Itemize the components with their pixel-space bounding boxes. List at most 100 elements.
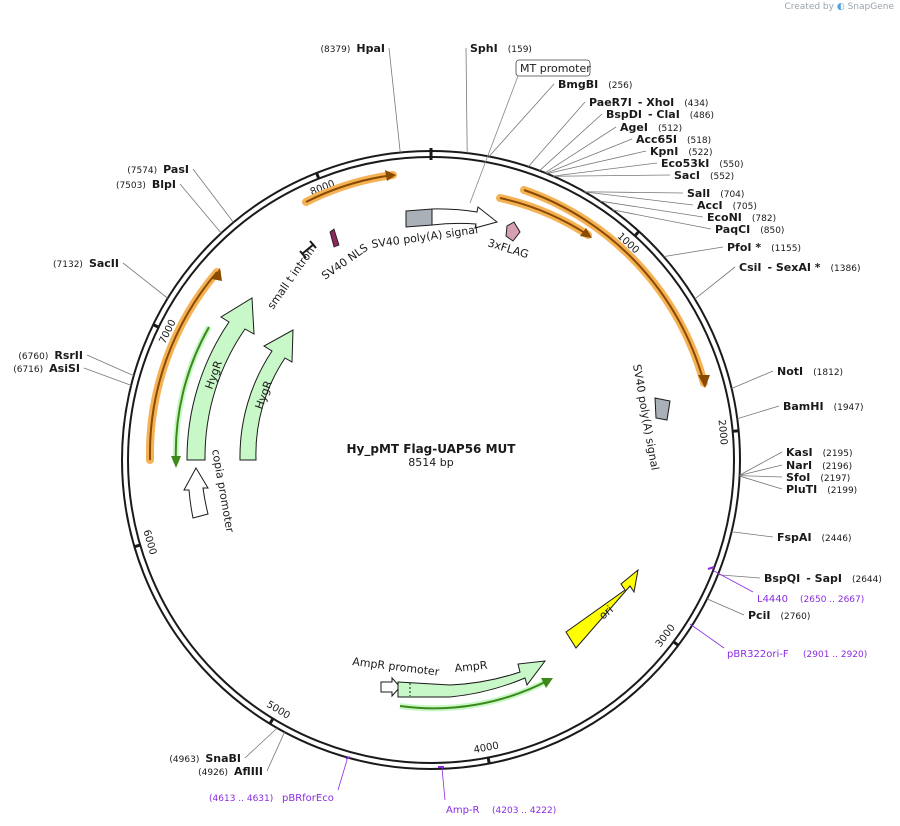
enzyme-position: (1155): [771, 244, 801, 254]
sv40-polya-inner-gray: [405, 208, 433, 228]
enzyme-name: BmgBI: [558, 78, 598, 91]
enzyme-site: PaqCI(850): [715, 223, 784, 236]
tick-mark: [486, 757, 491, 764]
copia-promoter-arrow: [183, 466, 209, 519]
flag-label: 3xFLAG: [486, 236, 530, 261]
enzyme-name: AccI: [697, 199, 723, 212]
sv40-polya-inner-label: SV40 poly(A) signal: [371, 223, 479, 251]
tick-mark: [315, 172, 321, 180]
enzyme-leader: [539, 113, 603, 171]
enzyme-name: PaeR7I: [589, 96, 632, 109]
enzyme-site: SalI(704): [687, 187, 744, 200]
enzyme-name: SphI: [470, 42, 498, 55]
enzyme-position: (518): [687, 136, 711, 146]
enzyme-site: Eco53kI(550): [661, 157, 744, 170]
primer-pbr322ori-f-range: (2901 .. 2920): [803, 650, 867, 660]
enzyme-position: (4963): [169, 755, 199, 765]
enzyme-position: (6716): [13, 365, 43, 375]
enzyme-leader: [599, 200, 704, 218]
enzyme-position: (434): [684, 99, 708, 109]
primer-pbr322ori-f: pBR322ori-F (2901 .. 2920): [689, 623, 867, 660]
enzyme-name: Eco53kI: [661, 157, 709, 170]
enzyme-site: CsiI- SexAI *(1386): [739, 261, 860, 274]
tick-mark: [633, 230, 641, 237]
credit-prefix: Created by: [784, 2, 834, 12]
enzyme-extra-name: - SapI: [806, 572, 842, 585]
enzyme-leader: [552, 162, 658, 177]
enzyme-leader: [83, 367, 132, 386]
enzyme-position: (2196): [822, 462, 852, 472]
enzyme-site: PluTI(2199): [786, 483, 857, 496]
enzyme-leader: [739, 475, 783, 490]
enzyme-leader: [717, 574, 761, 579]
enzyme-position: (2195): [823, 449, 853, 459]
primer-pbrforeco-name: pBRforEco: [282, 793, 334, 804]
enzyme-extra-name: - XhoI: [638, 96, 674, 109]
enzyme-name: PluTI: [786, 483, 817, 496]
primer-amp-r-range: (4203 .. 4222): [492, 806, 556, 816]
enzyme-leader: [266, 731, 285, 772]
primer-pbrforeco: (4613 .. 4631) pBRforEco: [209, 756, 351, 804]
enzyme-site: BlpI(7503): [116, 178, 176, 191]
tick-label: 2000: [716, 419, 729, 445]
enzyme-position: (2446): [822, 534, 852, 544]
enzyme-name: BamHI: [783, 400, 824, 413]
mt-promoter-box: [515, 59, 591, 77]
enzyme-site: Acc65I (518): [636, 133, 711, 146]
tick-mark: [133, 543, 141, 549]
ampr-label: AmpR: [454, 659, 488, 675]
enzyme-site: HpaI(8379): [320, 42, 385, 55]
enzyme-extra-name: - SexAI *: [767, 261, 820, 274]
enzyme-name: PciI: [748, 609, 770, 622]
enzyme-layer: HpaI(8379)SphI(159)BmgBI(256)PaeR7I- Xho…: [13, 42, 882, 778]
hygr-inner-arrow: [239, 329, 294, 461]
green-thin-bottom: [399, 677, 553, 712]
enzyme-site: EcoNI(782): [707, 211, 776, 224]
enzyme-leader: [544, 126, 617, 174]
enzyme-position: (704): [720, 190, 744, 200]
enzyme-name: Acc65I: [636, 133, 677, 146]
small-t-intron-label: small t intron: [265, 245, 317, 312]
enzyme-name: AsiSI: [49, 362, 80, 375]
enzyme-leader: [739, 451, 783, 476]
enzyme-name: PasI: [163, 163, 189, 176]
snapgene-credit: Created by ◐ SnapGene: [784, 2, 894, 12]
enzyme-leader: [546, 138, 633, 174]
enzyme-name: BspQI: [764, 572, 800, 585]
enzyme-leader: [86, 354, 134, 377]
enzyme-site: KasI(2195): [786, 446, 853, 459]
enzyme-site: FspAI (2446): [777, 531, 851, 544]
enzyme-leader: [612, 209, 712, 230]
enzyme-position: (1947): [834, 403, 864, 413]
enzyme-site: PaeR7I - XhoI (434): [589, 96, 708, 109]
enzyme-position: (705): [733, 202, 757, 212]
tick-mark: [732, 429, 739, 433]
enzyme-position: (4926): [198, 768, 228, 778]
mt-promoter-leader: [469, 75, 519, 204]
enzyme-leader: [547, 150, 647, 175]
sv40-polya-inner-arrow: [431, 206, 499, 229]
tick-mark: [672, 640, 680, 647]
plasmid-length: 8514 bp: [408, 456, 453, 469]
enzyme-leader: [179, 183, 222, 234]
green-thin-left: [171, 325, 212, 468]
enzyme-name: AgeI: [620, 121, 648, 134]
enzyme-position: (2197): [820, 474, 850, 484]
enzyme-position: (159): [508, 45, 532, 55]
hygr-outer-arrow: [186, 297, 255, 461]
enzyme-name: SnaBI: [205, 752, 241, 765]
enzyme-site: SacII(7132): [53, 257, 119, 270]
enzyme-name: NotI: [777, 365, 803, 378]
enzyme-position: (1386): [831, 264, 861, 274]
enzyme-name: EcoNI: [707, 211, 742, 224]
enzyme-leader: [553, 174, 671, 177]
copia-promoter-label: copia promoter: [209, 448, 236, 534]
enzyme-leader: [731, 531, 774, 538]
enzyme-position: (2760): [780, 612, 810, 622]
enzyme-site: NotI (1812): [777, 365, 843, 378]
orange-feature-top: [302, 170, 397, 206]
enzyme-name: FspAI: [777, 531, 812, 544]
primer-pbr322ori-f-name: pBR322ori-F: [727, 649, 789, 660]
enzyme-position: (1812): [813, 368, 843, 378]
sv40-nls-label: SV40 NLS: [319, 241, 370, 282]
